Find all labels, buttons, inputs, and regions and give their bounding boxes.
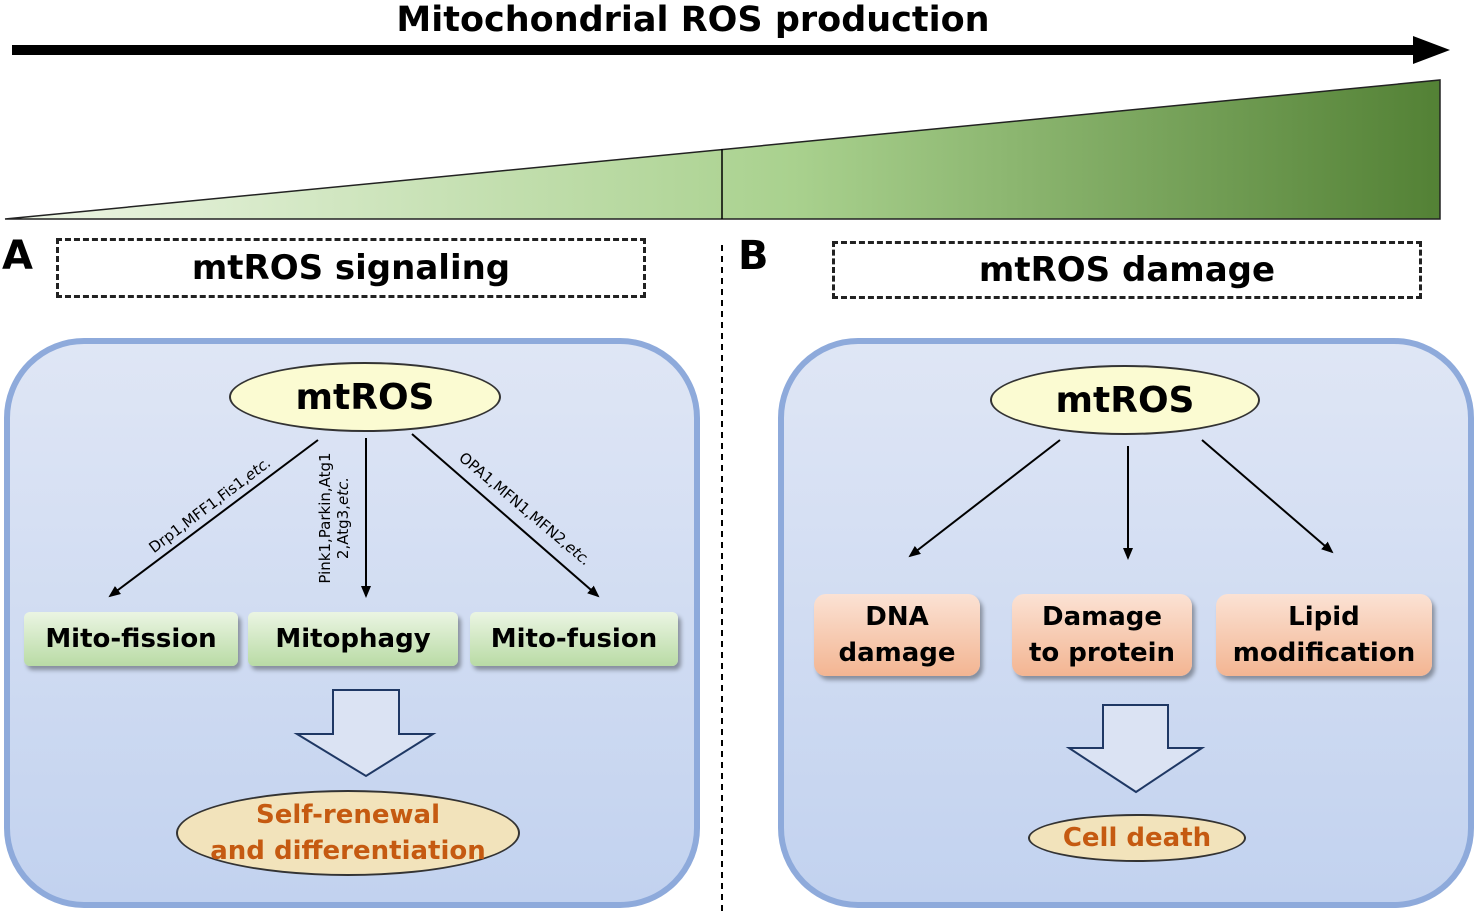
panel-a-mtros-node: mtROS <box>229 362 501 432</box>
protein-damage-box: Damage to protein <box>1012 594 1192 676</box>
arrow-to-dna-damage <box>908 439 1061 558</box>
protein-damage-line2: to protein <box>1028 638 1176 668</box>
mitophagy-proteins-line1: Pink1,Parkin,Atg1 <box>316 452 334 584</box>
panel-a-heading-text: mtROS signaling <box>191 248 511 288</box>
self-renewal-outcome: Self-renewal and differentiation <box>176 790 520 876</box>
mitophagy-proteins-label: Pink1,Parkin,Atg1 2,Atg3,etc. <box>316 438 352 598</box>
cell-death-outcome: Cell death <box>1028 814 1246 862</box>
lipid-modification-line1: Lipid <box>1288 602 1360 632</box>
panel-b-mtros-label: mtROS <box>1055 379 1195 421</box>
self-renewal-line1: Self-renewal <box>255 800 440 830</box>
page-title: Mitochondrial ROS production <box>396 0 990 40</box>
panel-a-block-arrow <box>293 689 437 778</box>
arrow-to-lipid-modification <box>1201 439 1334 554</box>
lipid-modification-box: Lipid modification <box>1216 594 1432 676</box>
mito-fusion-box: Mito-fusion <box>470 612 678 666</box>
panel-b-block-arrow <box>1065 704 1206 794</box>
dna-damage-line1: DNA <box>865 602 929 632</box>
panel-a-letter: A <box>2 233 33 279</box>
mito-fission-box: Mito-fission <box>24 612 238 666</box>
panel-b-heading: mtROS damage <box>832 241 1422 299</box>
mitophagy-etc-text: etc. <box>334 476 352 506</box>
arrow-to-mito-fission <box>108 439 319 598</box>
arrow-to-mito-fusion <box>411 433 600 598</box>
mitophagy-label: Mitophagy <box>275 624 431 654</box>
mitophagy-proteins-line2: 2,Atg3, <box>334 505 352 560</box>
mitophagy-box: Mitophagy <box>248 612 458 666</box>
panel-b-heading-text: mtROS damage <box>978 250 1276 290</box>
panel-b-mtros-node: mtROS <box>990 365 1260 435</box>
panel-a-heading: mtROS signaling <box>56 238 646 298</box>
mito-fission-label: Mito-fission <box>45 624 217 654</box>
protein-damage-line1: Damage <box>1041 602 1162 632</box>
production-arrow <box>12 36 1450 64</box>
self-renewal-line2: and differentiation <box>210 836 486 866</box>
panel-b-letter: B <box>738 233 769 279</box>
lipid-modification-line2: modification <box>1232 638 1416 668</box>
panel-a-mtros-label: mtROS <box>295 376 435 418</box>
mito-fusion-label: Mito-fusion <box>490 624 658 654</box>
cell-death-label: Cell death <box>1062 823 1212 853</box>
dna-damage-line2: damage <box>838 638 956 668</box>
dna-damage-box: DNA damage <box>814 594 980 676</box>
